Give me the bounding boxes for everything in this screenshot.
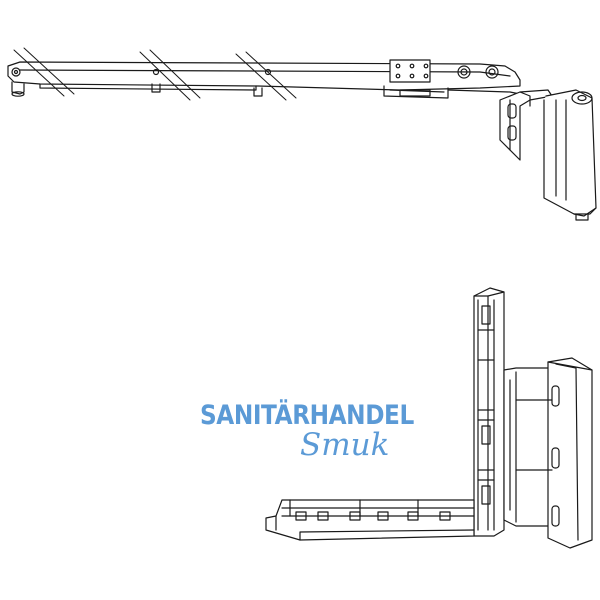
corner-bearing	[265, 287, 505, 541]
corner-hinge-top	[499, 89, 597, 221]
corner-hinge-bottom	[503, 357, 593, 549]
break-lines	[13, 47, 297, 101]
stay-arm	[7, 59, 531, 99]
